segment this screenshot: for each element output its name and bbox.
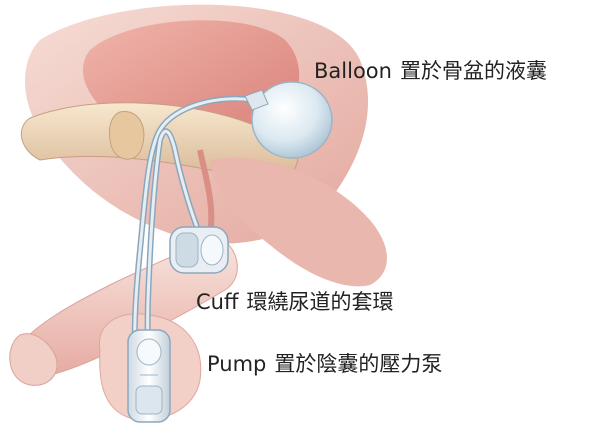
balloon-label: Balloon 置於骨盆的液囊 [314, 58, 547, 84]
balloon-label-en: Balloon [314, 59, 392, 83]
pump-label: Pump 置於陰囊的壓力泵 [207, 351, 442, 377]
cuff-label-zh: 環繞尿道的套環 [246, 290, 393, 314]
pump-label-en: Pump [207, 352, 266, 376]
cuff-label: Cuff 環繞尿道的套環 [196, 289, 393, 315]
pubic-bone-ridge [109, 112, 143, 160]
pump-label-zh: 置於陰囊的壓力泵 [274, 352, 442, 376]
cuff-label-en: Cuff [196, 290, 238, 314]
balloon-label-zh: 置於骨盆的液囊 [400, 59, 547, 83]
